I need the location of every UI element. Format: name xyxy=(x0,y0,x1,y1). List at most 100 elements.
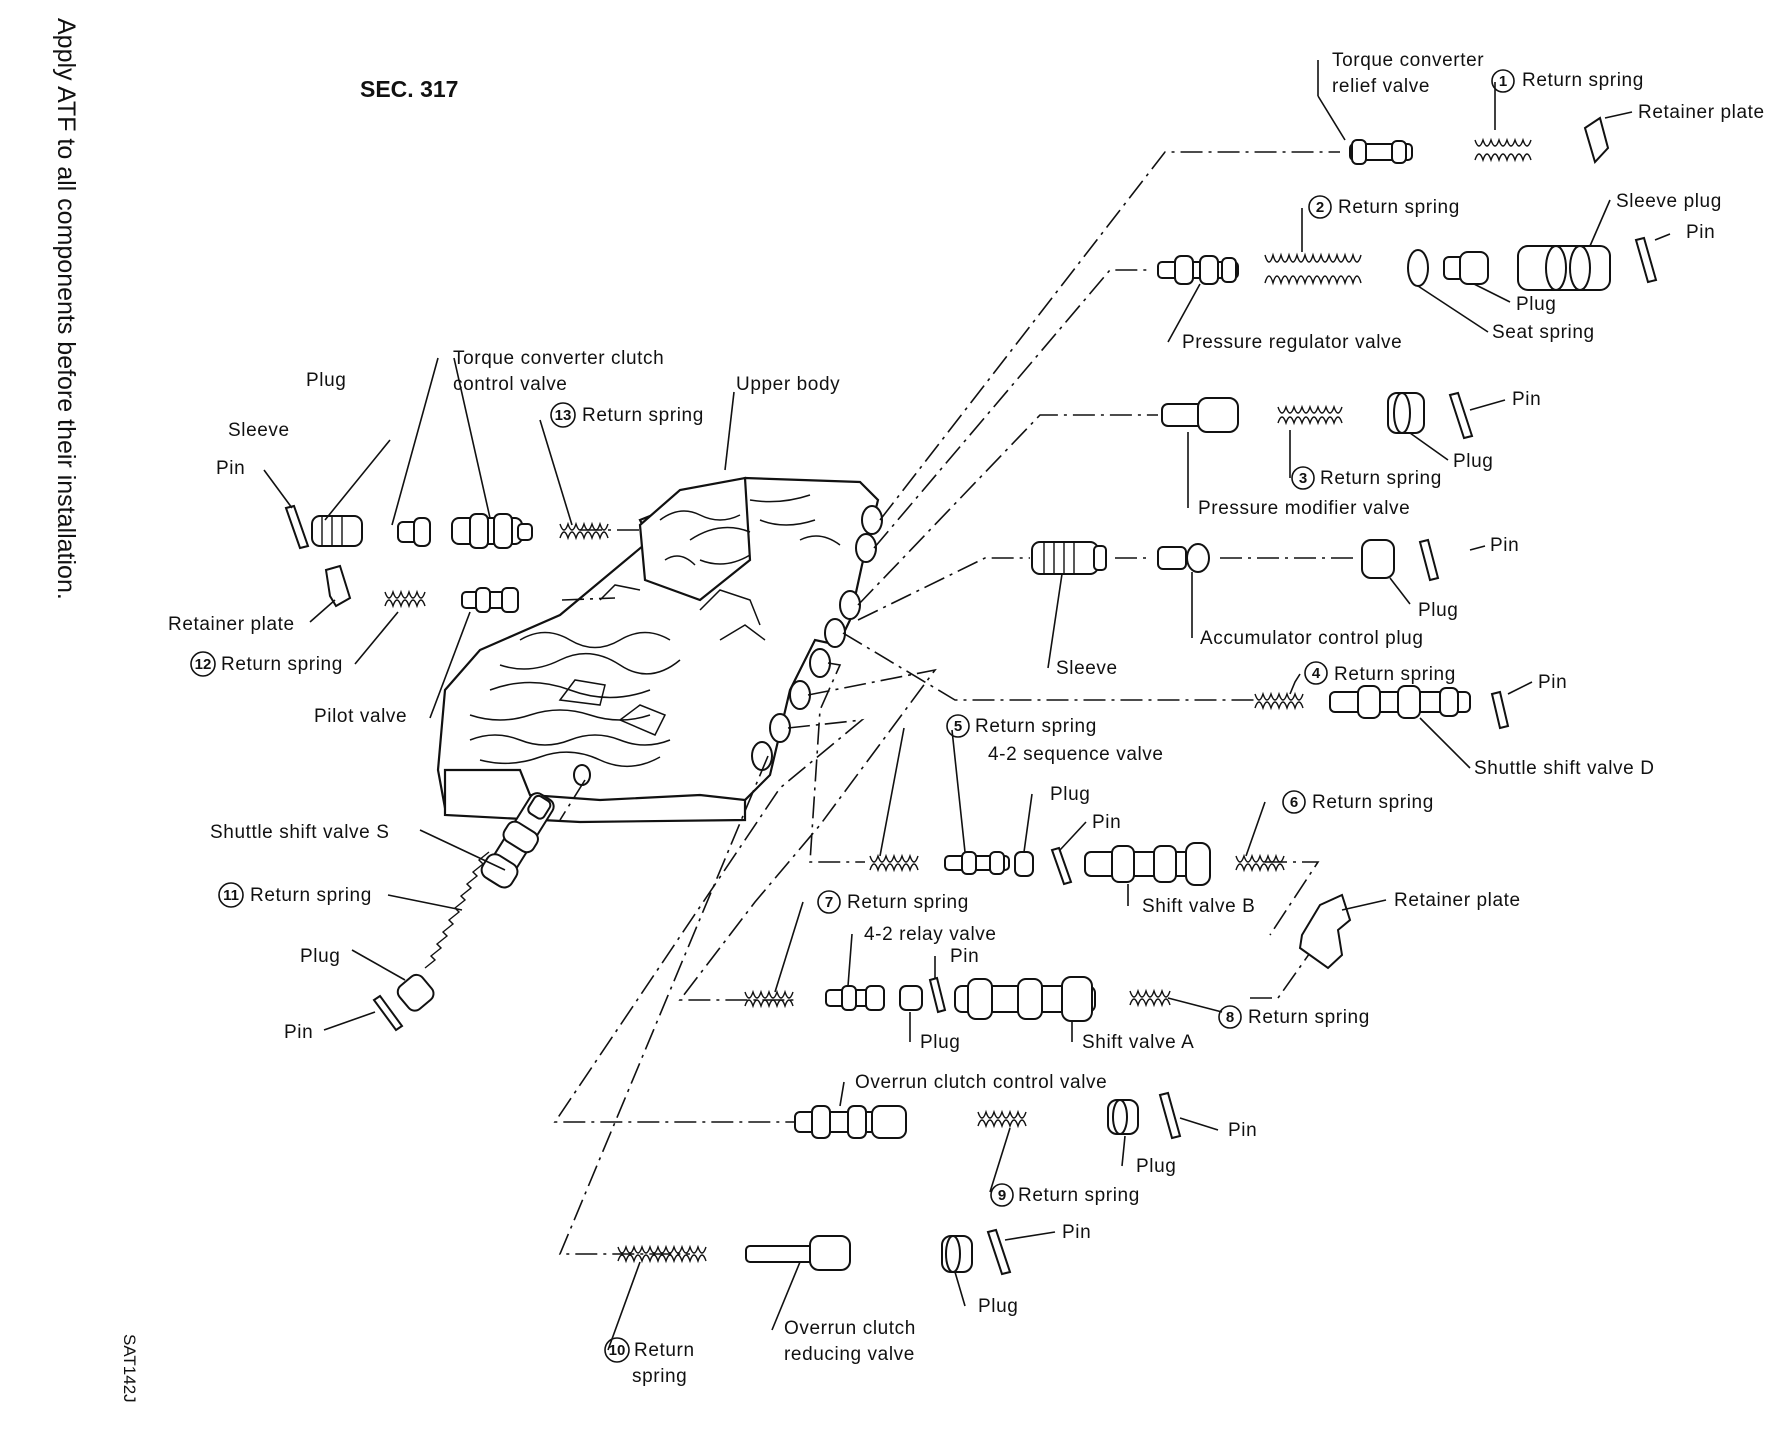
overrun-clutch-control-valve-part xyxy=(794,1105,907,1139)
pin-11-part xyxy=(372,994,404,1032)
label-pin-10: Pin xyxy=(1062,1222,1091,1243)
sequence-valve-4-2-part xyxy=(944,851,1010,875)
label-plug-2: Plug xyxy=(1516,294,1556,315)
label-overrun-clutch-reducing-valve-1: Overrun clutch xyxy=(784,1318,916,1339)
label-return-spring-10-1: Return xyxy=(634,1340,695,1361)
return-spring-6-part xyxy=(1235,853,1285,873)
return-spring-9-part xyxy=(977,1109,1027,1129)
side-note: Apply ATF to all components before their… xyxy=(52,18,80,600)
label-plug-3: Plug xyxy=(1453,451,1493,472)
upper-body xyxy=(436,476,883,824)
label-retainer-plate-6: Retainer plate xyxy=(1394,890,1521,911)
pin-7-part xyxy=(928,976,947,1014)
labels: Torque converter relief valve Return spr… xyxy=(168,50,1765,1387)
retainer-plate-left-part xyxy=(324,564,352,608)
pin-6-part xyxy=(1050,846,1073,886)
callout-13: 13 xyxy=(555,407,572,424)
label-retainer-plate-1: Retainer plate xyxy=(1638,102,1765,123)
figure-code: SAT142J xyxy=(120,1334,139,1403)
parts xyxy=(284,116,1658,1276)
label-return-spring-6: Return spring xyxy=(1312,792,1434,813)
label-pilot-valve: Pilot valve xyxy=(314,706,407,727)
pin-2-part xyxy=(1634,236,1658,284)
label-pin-4: Pin xyxy=(1490,535,1519,556)
label-sleeve-left: Sleeve xyxy=(228,420,290,441)
return-spring-12-part xyxy=(384,589,426,609)
return-spring-1-part xyxy=(1474,137,1532,163)
label-plug-4: Plug xyxy=(1418,600,1458,621)
label-return-spring-5: Return spring xyxy=(975,716,1097,737)
label-return-spring-13: Return spring xyxy=(582,405,704,426)
label-pressure-regulator-valve: Pressure regulator valve xyxy=(1182,332,1402,353)
return-spring-5-part xyxy=(869,853,919,873)
torque-converter-relief-valve-part xyxy=(1349,139,1413,165)
label-plug-11: Plug xyxy=(300,946,340,967)
callout-9: 9 xyxy=(998,1187,1006,1204)
sleeve-part xyxy=(1031,541,1107,575)
plug-6-part xyxy=(1014,851,1034,877)
overrun-clutch-reducing-valve-part xyxy=(745,1235,851,1271)
callout-4: 4 xyxy=(1312,665,1321,682)
label-sleeve-plug: Sleeve plug xyxy=(1616,191,1722,212)
label-return-spring-2: Return spring xyxy=(1338,197,1460,218)
label-pin-left: Pin xyxy=(216,458,245,479)
pin-4-part xyxy=(1418,538,1440,582)
callout-3: 3 xyxy=(1299,470,1307,487)
plug-7-part xyxy=(899,985,923,1011)
label-plug-9: Plug xyxy=(1136,1156,1176,1177)
relay-valve-4-2-part xyxy=(825,985,885,1011)
label-overrun-clutch-control-valve: Overrun clutch control valve xyxy=(855,1072,1107,1093)
sleeve-plug-part xyxy=(1517,245,1611,291)
pilot-valve-part xyxy=(461,587,519,613)
plug-9-part xyxy=(1107,1099,1139,1135)
return-spring-2-part xyxy=(1264,252,1362,286)
label-relay-valve-4-2: 4-2 relay valve xyxy=(864,924,997,945)
callout-8: 8 xyxy=(1226,1009,1234,1026)
label-pin-3: Pin xyxy=(1512,389,1541,410)
plug-3-part xyxy=(1387,392,1425,434)
plug-11-part xyxy=(396,973,435,1012)
section-label: SEC. 317 xyxy=(360,76,458,102)
label-plug-6: Plug xyxy=(1050,784,1090,805)
return-spring-8-part xyxy=(1129,988,1171,1008)
label-torque-converter-clutch-control-valve-2: control valve xyxy=(453,374,567,395)
label-plug-7: Plug xyxy=(920,1032,960,1053)
callout-6: 6 xyxy=(1290,794,1298,811)
label-return-spring-7: Return spring xyxy=(847,892,969,913)
label-pin-5: Pin xyxy=(1538,672,1567,693)
label-return-spring-4: Return spring xyxy=(1334,664,1456,685)
plug-4-part xyxy=(1361,539,1395,579)
callout-10: 10 xyxy=(609,1342,626,1359)
retainer-plate-6-part xyxy=(1298,893,1352,970)
label-pin-11: Pin xyxy=(284,1022,313,1043)
pressure-regulator-valve-part xyxy=(1157,255,1239,285)
callout-11: 11 xyxy=(223,887,239,904)
callout-2: 2 xyxy=(1316,199,1324,216)
label-pin-6: Pin xyxy=(1092,812,1121,833)
label-seat-spring: Seat spring xyxy=(1492,322,1595,343)
label-sequence-valve-4-2: 4-2 sequence valve xyxy=(988,744,1164,765)
return-spring-7-part xyxy=(744,989,794,1009)
label-shuttle-shift-valve-s: Shuttle shift valve S xyxy=(210,822,389,843)
label-return-spring-1: Return spring xyxy=(1522,70,1644,91)
label-retainer-plate-left: Retainer plate xyxy=(168,614,295,635)
pin-9-part xyxy=(1158,1091,1182,1140)
label-pin-7: Pin xyxy=(950,946,979,967)
pin-5-part xyxy=(1490,690,1510,730)
label-pin-2: Pin xyxy=(1686,222,1715,243)
callout-12: 12 xyxy=(195,656,212,673)
sleeve-left-part xyxy=(311,515,363,547)
label-overrun-clutch-reducing-valve-2: reducing valve xyxy=(784,1344,915,1365)
leader-lines xyxy=(263,60,1671,1351)
pressure-modifier-valve-part xyxy=(1161,397,1239,433)
label-torque-converter-relief-valve-2: relief valve xyxy=(1332,76,1430,97)
shuttle-shift-valve-s-part xyxy=(480,792,555,889)
accumulator-control-plug-part xyxy=(1157,543,1210,573)
callout-7: 7 xyxy=(825,894,833,911)
shift-valve-a-part xyxy=(954,976,1096,1022)
return-spring-3-part xyxy=(1277,404,1343,426)
label-return-spring-11: Return spring xyxy=(250,885,372,906)
label-return-spring-10-2: spring xyxy=(632,1366,687,1387)
pin-10-part xyxy=(986,1228,1012,1276)
